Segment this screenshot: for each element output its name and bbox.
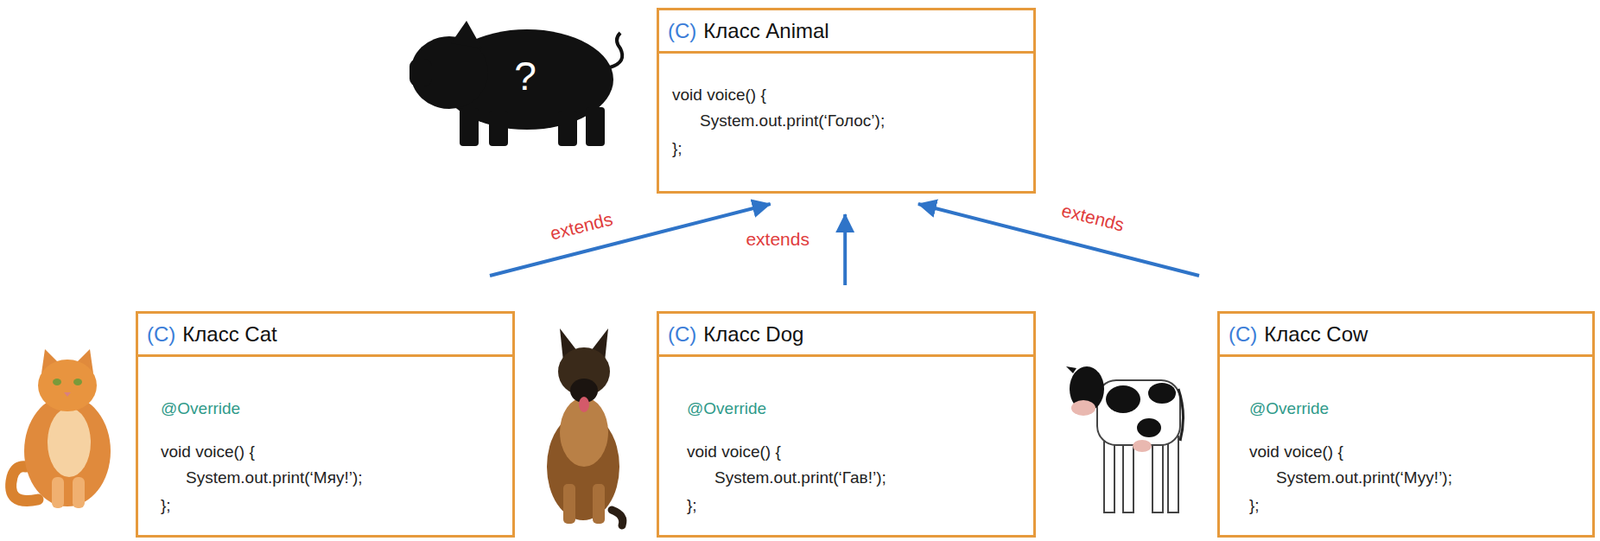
class-box: (C)Класс Dog @Override void voice() {Syste… bbox=[656, 311, 1036, 538]
inheritance-arrow bbox=[843, 214, 847, 286]
code-line: System.out.print(‘Мяу!’); bbox=[138, 464, 363, 491]
class-body: @Override void voice() {System.out.print(… bbox=[659, 356, 1034, 519]
code-line: void voice() { bbox=[659, 438, 781, 465]
cat-picture bbox=[11, 349, 111, 508]
class-body: @Override void voice() {System.out.print(… bbox=[1219, 356, 1593, 519]
class-name: Класс Dog bbox=[703, 322, 804, 347]
code-line: System.out.print(‘Муу!’); bbox=[1219, 464, 1453, 491]
code-line: }; bbox=[659, 135, 683, 162]
class-box: (C)Класс Animalvoid voice() {System.out.… bbox=[656, 7, 1036, 194]
code-line: @Override bbox=[138, 395, 241, 422]
code-line: System.out.print(‘Голос’); bbox=[659, 107, 885, 134]
edge-label: extends bbox=[742, 228, 813, 250]
class-header: (C)Класс Cow bbox=[1219, 313, 1593, 357]
class-body: @Override void voice() {System.out.print(… bbox=[138, 356, 513, 519]
cow-picture bbox=[1066, 366, 1184, 513]
class-header: (C)Класс Cat bbox=[138, 313, 513, 357]
edge-label: extends bbox=[1057, 198, 1130, 236]
class-name: Класс Animal bbox=[703, 19, 829, 44]
class-header: (C)Класс Dog bbox=[659, 313, 1034, 357]
edge-label: extends bbox=[546, 207, 618, 245]
code-line: @Override bbox=[1219, 395, 1329, 422]
class-marker: (C) bbox=[667, 19, 697, 44]
code-line: }; bbox=[138, 492, 172, 519]
class-marker: (C) bbox=[1228, 322, 1258, 347]
question-mark: ? bbox=[514, 52, 537, 100]
code-line: void voice() { bbox=[138, 438, 255, 465]
class-name: Класс Cat bbox=[182, 322, 277, 347]
code-line: @Override bbox=[659, 395, 767, 422]
code-line: System.out.print(‘Гав!’); bbox=[659, 464, 887, 491]
code-line: void voice() { bbox=[659, 82, 767, 108]
code-line: }; bbox=[659, 492, 698, 519]
class-box: (C)Класс Cat @Override void voice() {Syste… bbox=[135, 311, 515, 538]
code-line: }; bbox=[1219, 492, 1260, 519]
dog-picture bbox=[546, 328, 623, 526]
inheritance-arrow bbox=[489, 203, 771, 276]
code-line: void voice() { bbox=[1219, 438, 1344, 465]
class-marker: (C) bbox=[146, 322, 176, 347]
class-name: Класс Cow bbox=[1263, 322, 1368, 347]
class-body: void voice() {System.out.print(‘Голос’);… bbox=[659, 53, 1034, 162]
class-header: (C)Класс Animal bbox=[659, 10, 1034, 54]
pig-silhouette bbox=[409, 20, 623, 147]
class-box: (C)Класс Cow @Override void voice() {Syste… bbox=[1217, 311, 1595, 538]
class-marker: (C) bbox=[667, 322, 697, 347]
